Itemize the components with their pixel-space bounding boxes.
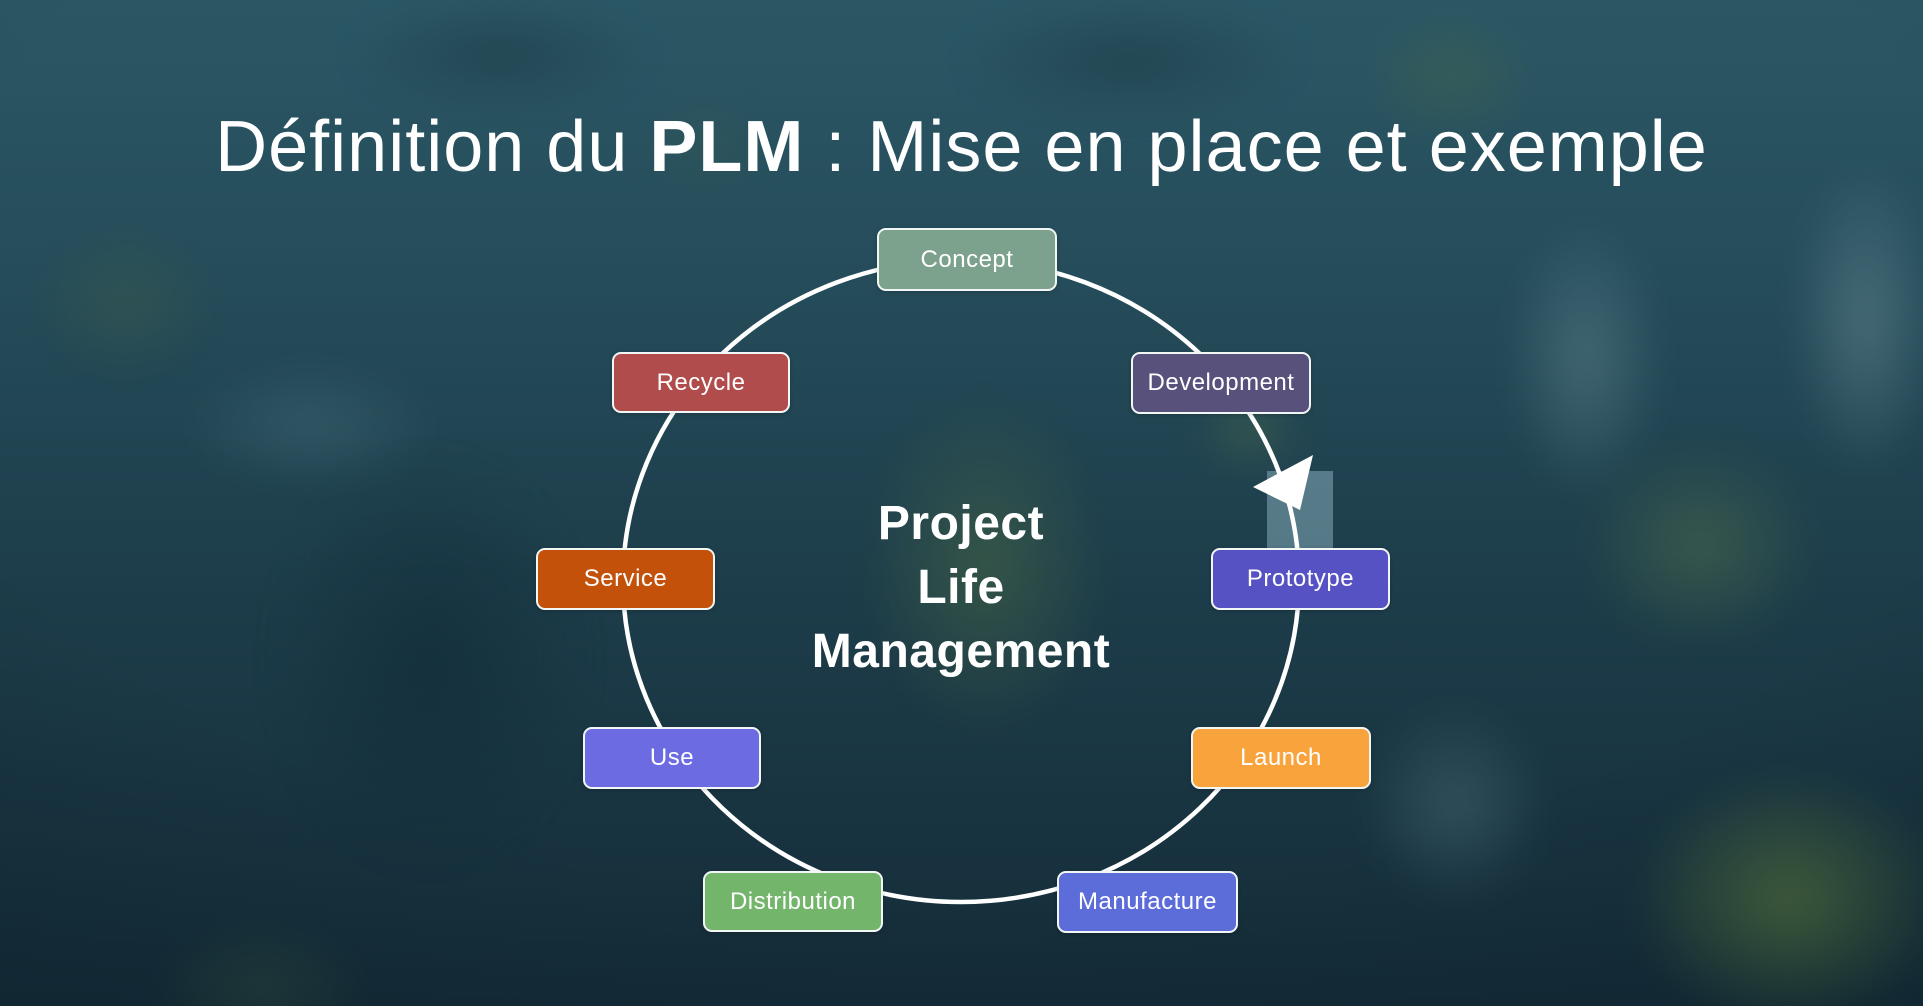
stage-concept: Concept: [877, 228, 1057, 291]
title-plm: PLM: [649, 107, 805, 188]
stage-label: Launch: [1240, 744, 1322, 771]
slide-title: Définition du PLM : Mise en place et exe…: [0, 106, 1923, 188]
stage-prototype: Prototype: [1211, 548, 1390, 610]
center-title: Project Life Management: [761, 492, 1161, 684]
stage-label: Recycle: [656, 368, 746, 396]
title-prefix: Définition du: [215, 107, 650, 188]
stage-label: Manufacture: [1078, 888, 1217, 915]
center-title-line: Management: [811, 625, 1111, 678]
stage-distribution: Distribution: [703, 871, 883, 932]
flow-arrowhead-icon: [1253, 455, 1313, 510]
center-title-line: Project: [877, 497, 1045, 550]
stage-recycle: Recycle: [612, 352, 790, 413]
stage-label: Service: [583, 565, 668, 592]
stage-launch: Launch: [1191, 727, 1371, 789]
stage-service: Service: [536, 548, 715, 610]
stage-label: Concept: [920, 245, 1014, 273]
stage-use: Use: [583, 727, 761, 789]
center-title-line: Life: [917, 561, 1005, 614]
stage-label: Prototype: [1246, 565, 1355, 592]
stage-label: Development: [1147, 369, 1295, 396]
title-suffix: : Mise en place et exemple: [804, 107, 1708, 188]
stage-manufacture: Manufacture: [1057, 871, 1238, 933]
stage-development: Development: [1131, 352, 1311, 414]
stage-label: Distribution: [729, 887, 857, 915]
stage-label: Use: [649, 744, 695, 771]
